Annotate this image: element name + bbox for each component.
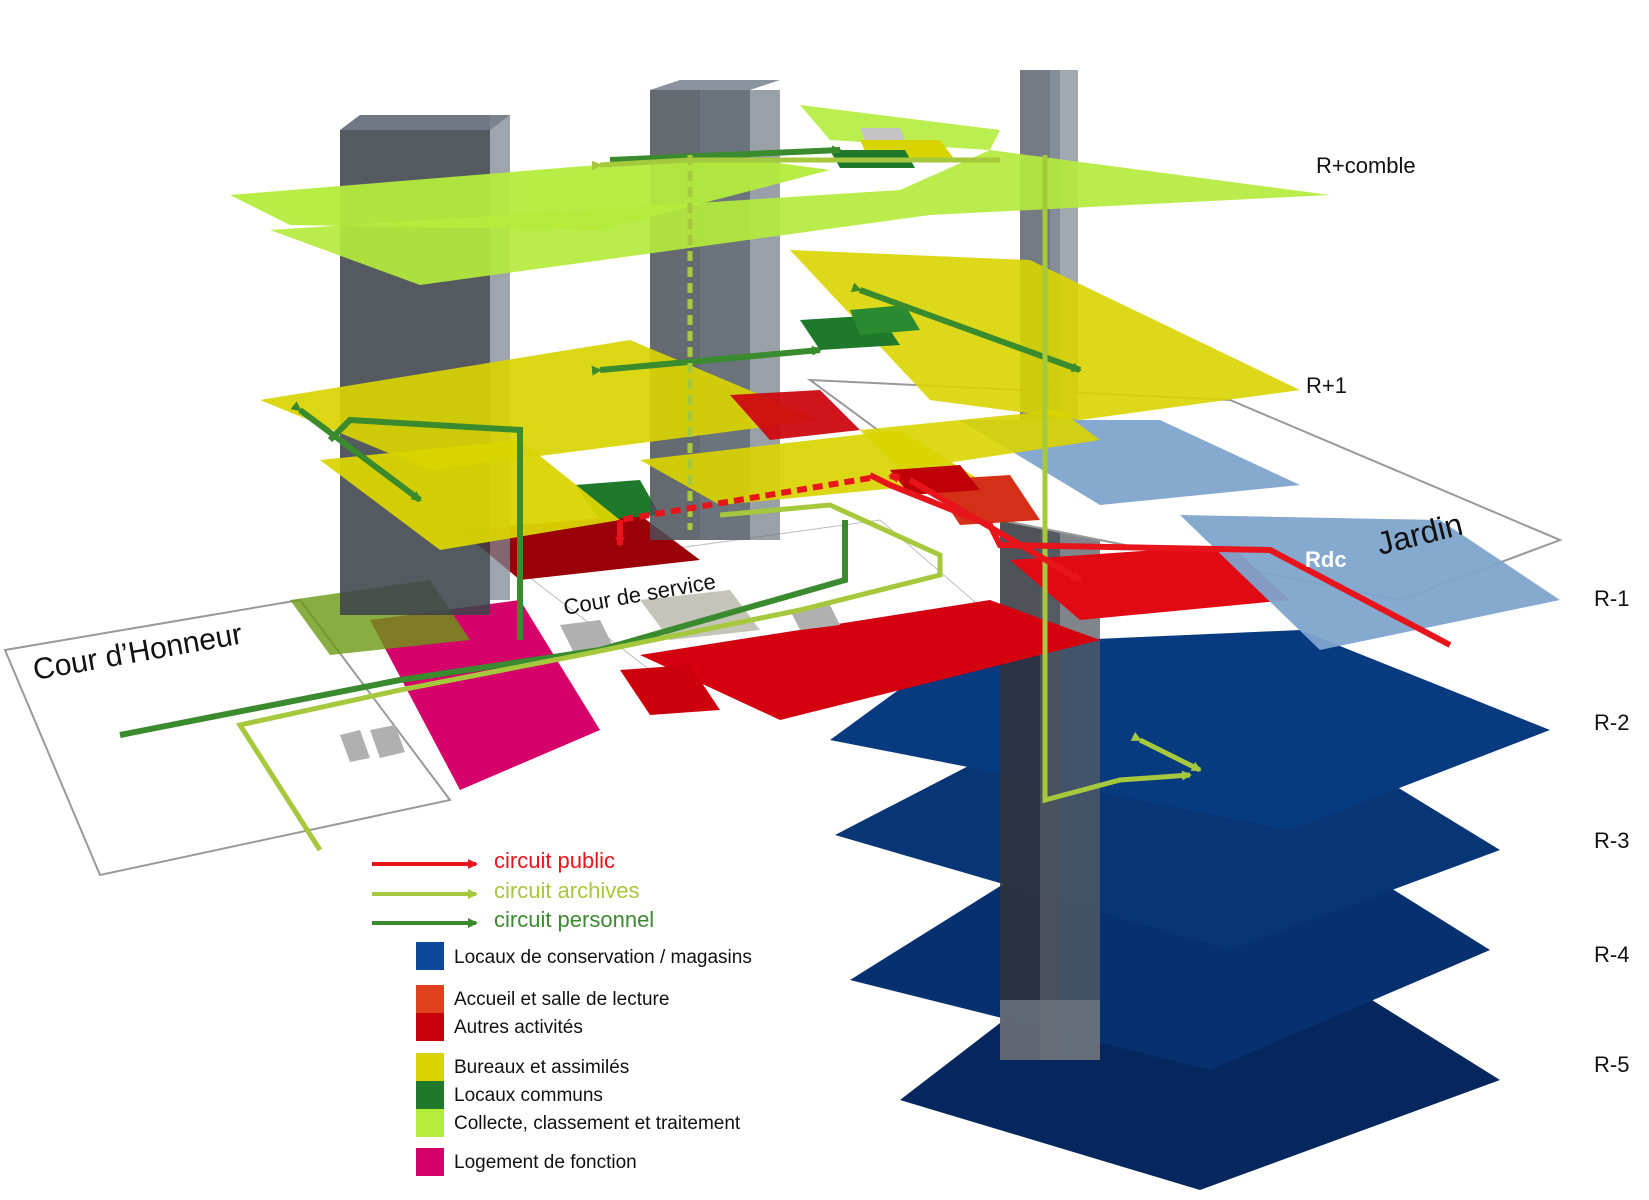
legend-swatch-accueil [416,985,444,1013]
legend-swatch-conservation [416,942,444,970]
legend-label-collecte: Collecte, classement et traitement [454,1113,741,1134]
legend-label-bureaux: Bureaux et assimilés [454,1057,629,1078]
circuit-archives-label: circuit archives [494,878,639,903]
red-small [620,665,720,715]
legend-swatch-logement [416,1148,444,1176]
room-legend: Locaux de conservation / magasins Accuei… [416,942,752,1176]
legend-label-accueil: Accueil et salle de lecture [454,989,669,1010]
level-r-4: R-4 [1594,942,1629,967]
circuit-public-paths [615,472,1452,648]
legend-swatch-collecte [416,1109,444,1137]
legend-swatch-bureaux [416,1053,444,1081]
legend-label-conservation: Locaux de conservation / magasins [454,947,752,968]
circuit-legend: circuit public circuit archives circuit … [372,848,654,932]
logement-floor [370,600,600,790]
red-rdc-east [1010,545,1290,620]
level-r-2: R-2 [1594,710,1629,735]
level-r-3: R-3 [1594,828,1629,853]
legend-label-logement: Logement de fonction [454,1152,637,1173]
level-r-1: R-1 [1594,586,1629,611]
red-large [640,600,1100,720]
circuit-personnel-label: circuit personnel [494,907,654,932]
grey-block-1 [340,730,370,762]
legend-label-communs: Locaux communs [454,1085,603,1106]
circuit-personnel-paths [119,145,1082,738]
cour-honneur-plot [3,598,452,877]
legend-swatch-autres [416,1013,444,1041]
grey-block-3 [560,620,615,655]
level-r1: R+1 [1306,373,1347,398]
rdc-label: Rdc [1305,547,1347,572]
legend-swatch-communs [416,1081,444,1109]
legend-label-autres: Autres activités [454,1017,583,1038]
jardin-blue-2 [1180,515,1560,650]
circuit-public-label: circuit public [494,848,615,873]
grey-block-2 [370,725,405,758]
storage-floors [830,630,1550,1190]
level-r-5: R-5 [1594,1052,1629,1077]
level-r-comble: R+comble [1316,153,1416,178]
circuit-archives-paths [235,155,1202,852]
